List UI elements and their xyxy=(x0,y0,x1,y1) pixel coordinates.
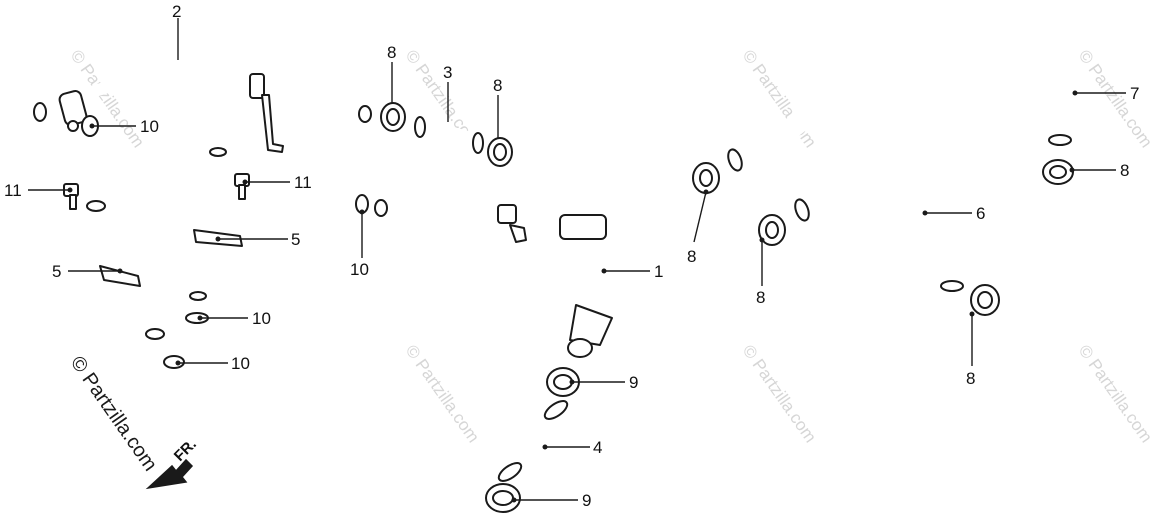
part-9-clamp xyxy=(546,367,580,397)
callout-8: 8 xyxy=(756,288,765,307)
watermarks: © Partzilla.com © Partzilla.com © Partzi… xyxy=(67,46,1150,446)
part-8-clamp xyxy=(692,162,720,194)
callout-8: 8 xyxy=(387,43,396,62)
callout-6: 6 xyxy=(976,204,985,223)
part-8-clamp xyxy=(970,284,1000,316)
watermark: © Partzilla.com xyxy=(1075,341,1150,446)
leader-lines xyxy=(28,18,1126,501)
callout-11: 11 xyxy=(4,181,22,200)
callout-9: 9 xyxy=(629,373,638,392)
arrow-icon xyxy=(145,458,194,490)
part-4-hose xyxy=(497,399,569,483)
part-5-pipe-right xyxy=(189,146,243,302)
watermark: © Partzilla.com xyxy=(739,341,820,446)
callout-8: 8 xyxy=(1120,161,1129,180)
callout-10: 10 xyxy=(231,354,250,373)
part-8-clamp xyxy=(380,102,406,132)
callout-10: 10 xyxy=(140,117,159,136)
leader-dots xyxy=(67,90,1078,503)
callout-5: 5 xyxy=(52,262,61,281)
part-7-hose xyxy=(725,37,1082,172)
callout-8: 8 xyxy=(966,369,975,388)
callout-7: 7 xyxy=(1130,84,1139,103)
callout-9: 9 xyxy=(582,491,591,510)
part-10-oring xyxy=(163,355,185,369)
copyright-watermark: © Partzilla.com xyxy=(66,352,161,475)
callout-5: 5 xyxy=(291,230,300,249)
callout-4: 4 xyxy=(593,438,602,457)
callout-1: 1 xyxy=(654,262,663,281)
callout-3: 3 xyxy=(443,63,452,82)
part-8-clamp xyxy=(758,214,786,246)
callout-11: 11 xyxy=(294,173,312,192)
part-8-clamp xyxy=(1042,159,1074,185)
part-3-hose xyxy=(411,116,487,154)
part-2-pipe xyxy=(33,62,372,153)
callout-8: 8 xyxy=(687,247,696,266)
callout-10: 10 xyxy=(350,260,369,279)
part-8-clamp xyxy=(487,137,513,167)
part-1-pipe xyxy=(374,152,613,358)
part-11-bolt-right xyxy=(234,173,250,200)
part-6-hose xyxy=(792,159,964,295)
part-5-pipe-left xyxy=(86,199,165,341)
direction-label: FR. xyxy=(171,436,200,465)
callout-labels: 2 8 3 8 10 11 11 5 5 10 10 10 1 9 4 9 8 … xyxy=(4,2,1139,510)
watermark: © Partzilla.com xyxy=(402,341,483,446)
callout-8: 8 xyxy=(493,76,502,95)
callout-10: 10 xyxy=(252,309,271,328)
callout-2: 2 xyxy=(172,2,181,21)
